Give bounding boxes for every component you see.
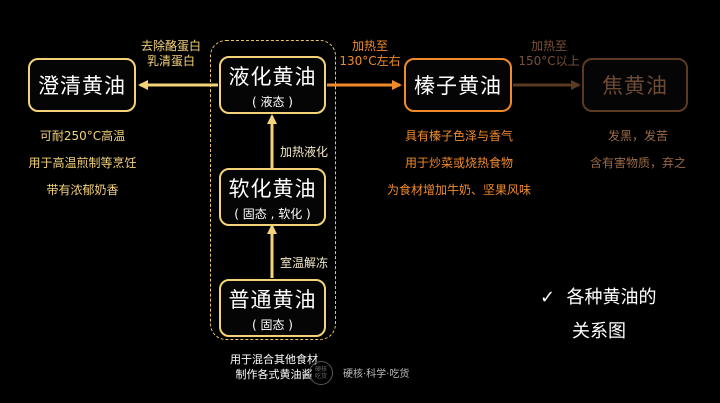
edge-label-line: 130°C左右 — [339, 54, 401, 68]
desc-line: 为食材增加牛奶、坚果风味 — [386, 183, 531, 197]
desc-line: 带有浓郁奶香 — [46, 183, 119, 197]
desc-hazelnut: 具有榛子色泽与香气 用于炒菜或烧热食物 为食材增加牛奶、坚果风味 — [372, 123, 546, 204]
desc-line: 用于混合其他食材 — [230, 353, 318, 366]
brand-logo-icon: 硬核吃货 — [309, 361, 333, 385]
node-liquid-butter: 液化黄油 ( 液态 ) — [219, 56, 326, 114]
title-line-1: 各种黄油的 — [566, 287, 657, 308]
edge-label-line: 加热至 — [351, 39, 388, 53]
desc-group: 用于混合其他食材 制作各式黄油酱 — [220, 352, 328, 382]
diagram-title: ✓ 各种黄油的 关系图 — [540, 281, 657, 349]
butter-states-group — [210, 40, 336, 340]
node-label: 澄清黄油 — [38, 74, 126, 98]
title-line: ✓ 各种黄油的 — [540, 281, 657, 315]
edge-label-to-hazelnut: 加热至 130°C左右 — [333, 39, 407, 69]
node-label: 榛子黄油 — [414, 74, 502, 98]
node-burnt-butter: 焦黄油 — [582, 58, 688, 112]
check-icon: ✓ — [540, 287, 556, 308]
edge-label-line: 去除酪蛋白 — [140, 39, 201, 53]
node-regular-butter: 普通黄油 ( 固态 ) — [219, 279, 326, 337]
desc-line: 具有榛子色泽与香气 — [404, 129, 513, 143]
node-sublabel: ( 液态 ) — [252, 94, 293, 109]
edge-label-regular-to-soft: 室温解冻 — [280, 256, 329, 270]
edge-label-line: 乳清蛋白 — [146, 54, 195, 68]
desc-burnt: 发黑，发苦 含有害物质，弃之 — [570, 123, 706, 177]
node-clarified-butter: 澄清黄油 — [28, 58, 136, 112]
edge-label-line: 150°C以上 — [518, 54, 580, 68]
edge-label-line: 加热至 — [530, 39, 567, 53]
desc-clarified: 可耐250°C高温 用于高温煎制等烹饪 带有浓郁奶香 — [10, 123, 155, 204]
node-label: 液化黄油 — [228, 64, 317, 89]
node-sublabel: ( 固态 ) — [252, 317, 293, 332]
node-label: 焦黄油 — [602, 74, 668, 98]
node-label: 普通黄油 — [228, 287, 317, 312]
desc-line: 用于高温煎制等烹饪 — [28, 156, 137, 170]
node-label: 软化黄油 — [228, 176, 317, 201]
node-sublabel: ( 固态 , 软化 ) — [234, 206, 311, 221]
edge-label-soft-to-liquid: 加热液化 — [280, 145, 329, 159]
node-hazelnut-butter: 榛子黄油 — [404, 58, 512, 112]
title-line-2: 关系图 — [572, 321, 626, 342]
desc-line: 含有害物质，弃之 — [589, 156, 686, 170]
node-softened-butter: 软化黄油 ( 固态 , 软化 ) — [219, 168, 326, 226]
edge-label-to-burnt: 加热至 150°C以上 — [513, 39, 585, 69]
edge-label-to-clarified: 去除酪蛋白 乳清蛋白 — [132, 39, 210, 69]
desc-line: 用于炒菜或烧热食物 — [404, 156, 513, 170]
brand-watermark: 硬核·科学·吃货 — [343, 369, 410, 380]
desc-line: 制作各式黄油酱 — [235, 368, 313, 381]
desc-line: 可耐250°C高温 — [39, 129, 126, 143]
desc-line: 发黑，发苦 — [607, 129, 668, 143]
